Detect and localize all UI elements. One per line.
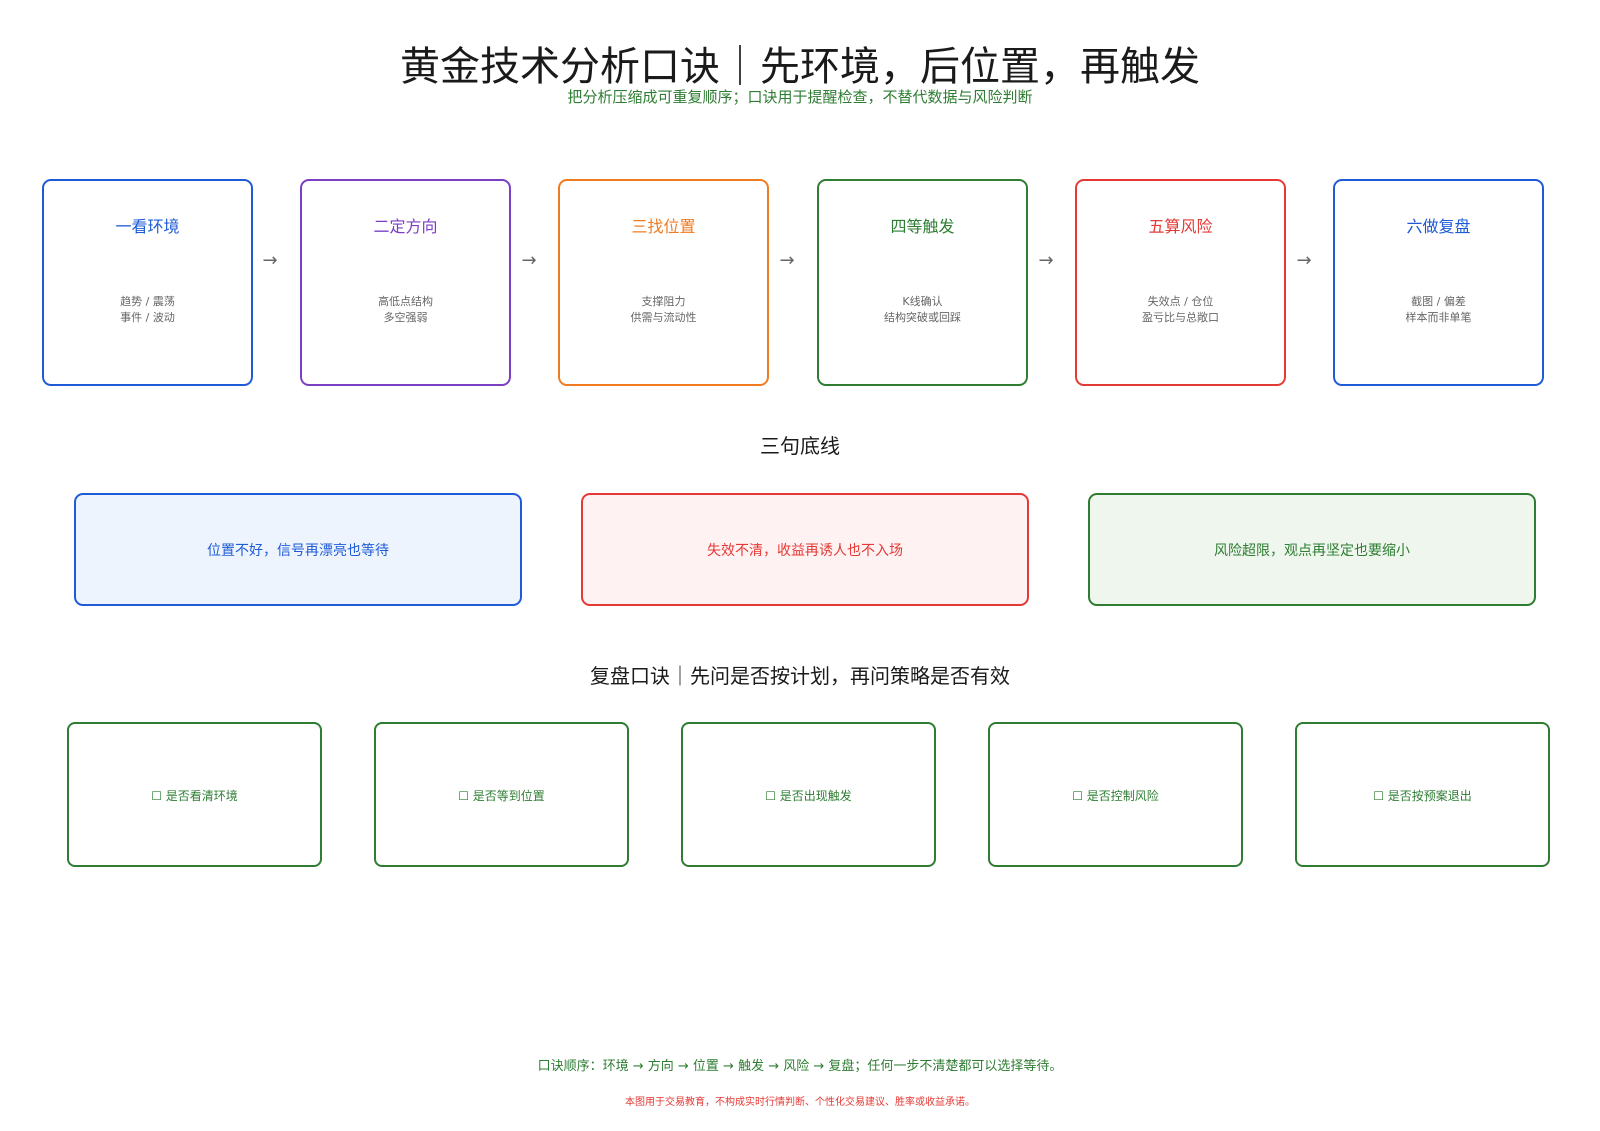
review-check-item: ☐ 是否控制风险: [1072, 789, 1159, 803]
bottom-line-text: 位置不好，信号再漂亮也等待: [207, 543, 389, 559]
review-check-item: ☐ 是否出现触发: [765, 789, 852, 803]
review-check-card: ☐ 是否按预案退出: [1295, 722, 1550, 867]
bottom-line-text: 失效不清，收益再诱人也不入场: [707, 543, 903, 559]
step-desc-line: K线确认: [902, 295, 943, 308]
step-desc-line: 结构突破或回踩: [884, 311, 961, 324]
step-desc-line: 高低点结构: [378, 295, 433, 308]
step-desc-line: 失效点 / 仓位: [1147, 295, 1214, 308]
step-description: 趋势 / 震荡 事件 / 波动: [44, 294, 251, 326]
flow-arrow: →: [1038, 250, 1054, 271]
page-title: 黄金技术分析口诀｜先环境，后位置，再触发: [400, 44, 1200, 90]
review-check-card: ☐ 是否等到位置: [374, 722, 629, 867]
step-card-environment: 一看环境 趋势 / 震荡 事件 / 波动: [42, 179, 253, 386]
step-card-position: 三找位置 支撑阻力 供需与流动性: [558, 179, 769, 386]
flow-arrow: →: [779, 250, 795, 271]
step-card-direction: 二定方向 高低点结构 多空强弱: [300, 179, 511, 386]
step-desc-line: 多空强弱: [383, 311, 428, 324]
step-description: K线确认 结构突破或回踩: [819, 294, 1026, 326]
step-desc-line: 事件 / 波动: [120, 311, 175, 324]
review-check-item: ☐ 是否按预案退出: [1373, 789, 1472, 803]
review-check-item: ☐ 是否看清环境: [151, 789, 238, 803]
step-description: 支撑阻力 供需与流动性: [560, 294, 767, 326]
step-card-review: 六做复盘 截图 / 偏差 样本而非单笔: [1333, 179, 1544, 386]
review-check-item: ☐ 是否等到位置: [458, 789, 545, 803]
step-title: 二定方向: [373, 217, 438, 236]
review-check-card: ☐ 是否出现触发: [681, 722, 936, 867]
step-desc-line: 样本而非单笔: [1405, 311, 1472, 324]
step-description: 失效点 / 仓位 盈亏比与总敞口: [1077, 294, 1284, 326]
step-description: 高低点结构 多空强弱: [302, 294, 509, 326]
step-desc-line: 供需与流动性: [630, 311, 697, 324]
step-title: 三找位置: [631, 217, 696, 236]
step-description: 截图 / 偏差 样本而非单笔: [1335, 294, 1542, 326]
step-desc-line: 盈亏比与总敞口: [1142, 311, 1219, 324]
section-heading-bottom-lines: 三句底线: [760, 434, 840, 458]
review-check-card: ☐ 是否看清环境: [67, 722, 322, 867]
step-title: 六做复盘: [1406, 217, 1471, 236]
review-check-card: ☐ 是否控制风险: [988, 722, 1243, 867]
step-card-trigger: 四等触发 K线确认 结构突破或回踩: [817, 179, 1028, 386]
page-subtitle: 把分析压缩成可重复顺序；口诀用于提醒检查，不替代数据与风险判断: [567, 88, 1033, 106]
bottom-line-card: 失效不清，收益再诱人也不入场: [581, 493, 1029, 606]
flow-arrow: →: [521, 250, 537, 271]
section-heading-review: 复盘口诀｜先问是否按计划，再问策略是否有效: [590, 664, 1010, 688]
flow-arrow: →: [262, 250, 278, 271]
footer-note: 口诀顺序：环境 → 方向 → 位置 → 触发 → 风险 → 复盘；任何一步不清楚…: [537, 1059, 1063, 1074]
bottom-line-card: 位置不好，信号再漂亮也等待: [74, 493, 522, 606]
step-card-risk: 五算风险 失效点 / 仓位 盈亏比与总敞口: [1075, 179, 1286, 386]
flow-arrow: →: [1296, 250, 1312, 271]
step-desc-line: 趋势 / 震荡: [120, 295, 175, 308]
step-desc-line: 支撑阻力: [641, 295, 686, 308]
step-title: 四等触发: [890, 217, 955, 236]
disclaimer: 本图用于交易教育，不构成实时行情判断、个性化交易建议、胜率或收益承诺。: [625, 1097, 975, 1108]
bottom-line-text: 风险超限，观点再坚定也要缩小: [1214, 543, 1410, 559]
step-desc-line: 截图 / 偏差: [1411, 295, 1466, 308]
step-title: 五算风险: [1148, 217, 1213, 236]
step-title: 一看环境: [115, 217, 180, 236]
bottom-line-card: 风险超限，观点再坚定也要缩小: [1088, 493, 1536, 606]
